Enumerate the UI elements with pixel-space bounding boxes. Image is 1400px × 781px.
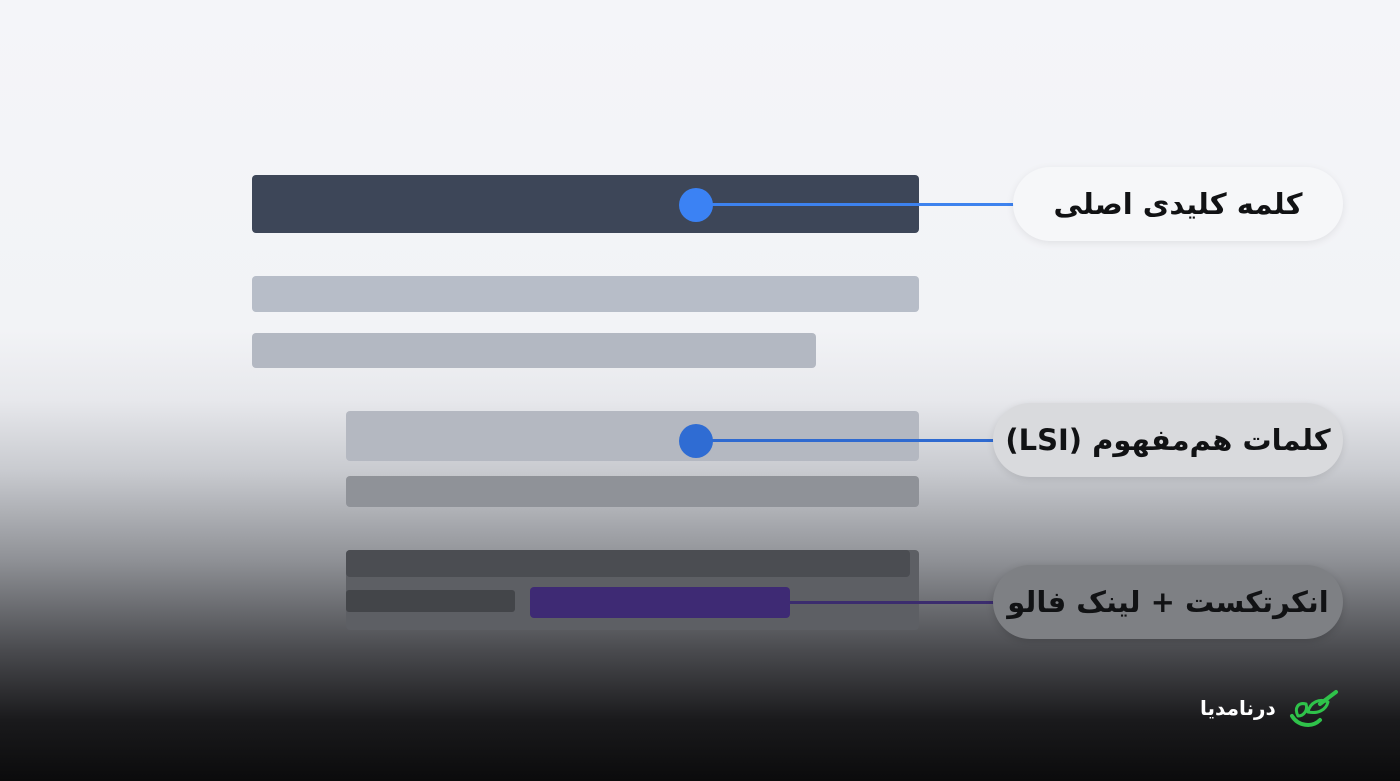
lsi-marker-dot (679, 424, 713, 458)
anchor-connector (790, 601, 996, 604)
paragraph-line-1 (252, 276, 919, 312)
main-keyword-label-text: کلمه کلیدی اصلی (1053, 187, 1303, 221)
main-keyword-label: کلمه کلیدی اصلی (1013, 167, 1343, 241)
main-keyword-marker-dot (679, 188, 713, 222)
lsi-keyword-text-block (346, 411, 919, 461)
lsi-connector (696, 439, 996, 442)
lsi-keywords-label: کلمات هم‌مفهوم (LSI) (993, 403, 1343, 477)
anchor-paragraph-line (346, 550, 910, 577)
paragraph-line-3 (346, 476, 919, 507)
brand-name: درنامدیا (1200, 696, 1276, 720)
lsi-keywords-label-text: کلمات هم‌مفهوم (LSI) (1005, 423, 1331, 457)
leaf-sprout-icon (1289, 690, 1338, 727)
anchor-link-highlight (530, 587, 790, 618)
paragraph-line-2 (252, 333, 816, 368)
anchor-text-label-text: انکرتکست + لینک فالو (1007, 585, 1329, 619)
anchor-text-label: انکرتکست + لینک فالو (993, 565, 1343, 639)
anchor-paragraph-text (346, 590, 515, 612)
brand-watermark: درنامدیا (1200, 683, 1350, 733)
main-keyword-connector (696, 203, 1016, 206)
